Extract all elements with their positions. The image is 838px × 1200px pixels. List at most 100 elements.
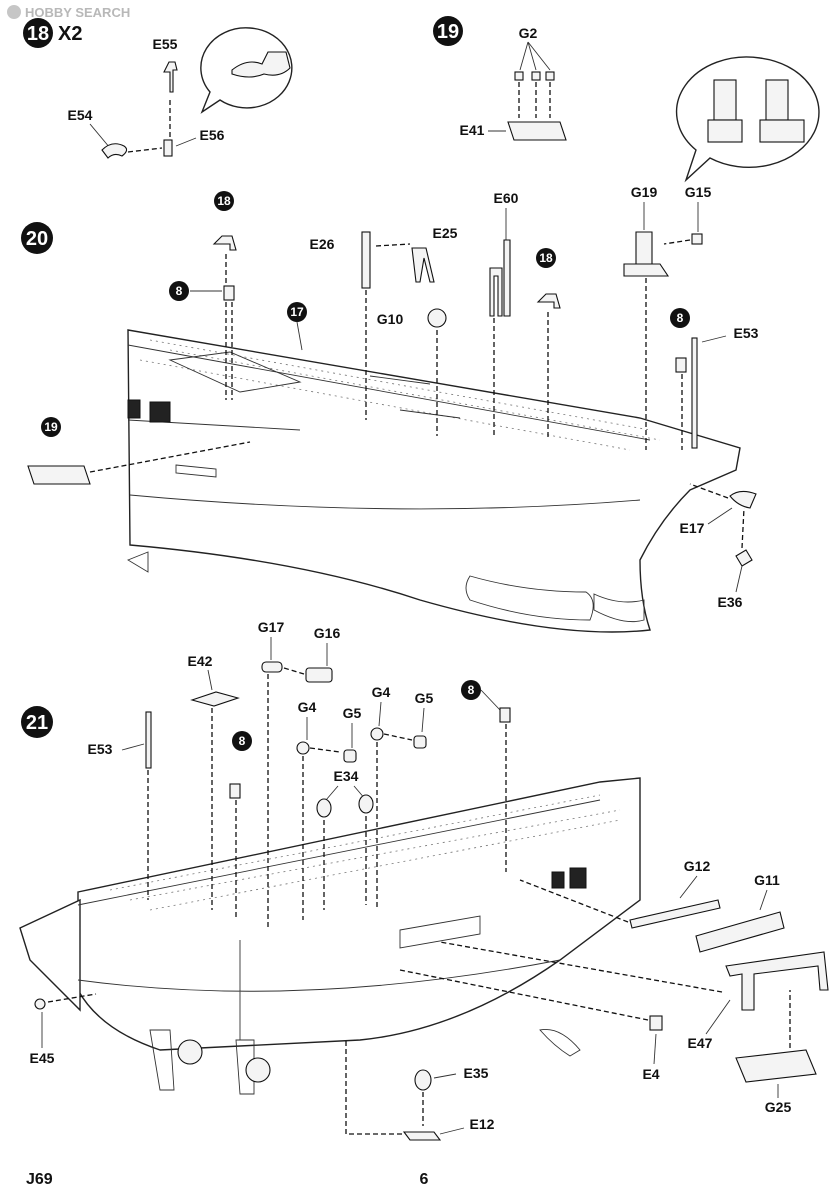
- step-18: 18 X2 E55 E54 E56: [23, 18, 293, 159]
- part-E53-a: [691, 337, 698, 449]
- ref-8-b: 8: [677, 311, 684, 325]
- part-18-assembly-a: [212, 235, 237, 251]
- part-E35: [414, 1069, 432, 1091]
- hull-stern-section: [77, 777, 641, 1051]
- label-E60: E60: [494, 190, 519, 206]
- step-19-badge: [433, 16, 463, 46]
- part-8-assembly-b: [675, 357, 687, 373]
- ref-18-badge-a: [214, 191, 234, 211]
- part-E34-a: [316, 798, 332, 818]
- label-G5-b: G5: [415, 690, 434, 706]
- part-G5-b: [413, 735, 427, 749]
- hull-opening-3: [551, 871, 565, 889]
- label-E17: E17: [680, 520, 705, 536]
- label-E25: E25: [433, 225, 458, 241]
- detail-19-right-base: [759, 119, 805, 143]
- part-G17: [261, 661, 283, 673]
- step-18-badge: [23, 18, 53, 48]
- ref-18-b: 18: [539, 251, 553, 265]
- label-E47: E47: [688, 1035, 713, 1051]
- label-E26: E26: [310, 236, 335, 252]
- part-E53-b: [145, 711, 152, 769]
- ref-18-a: 18: [217, 194, 231, 208]
- part-E26: [361, 231, 371, 289]
- part-G4-a: [296, 741, 310, 755]
- part-E41: [507, 121, 567, 141]
- step-19: 19 G2 E41: [433, 16, 820, 183]
- label-G16: G16: [314, 625, 341, 641]
- part-E42: [190, 691, 240, 707]
- step-20-badge: [21, 222, 53, 254]
- part-G2-b: [531, 71, 541, 81]
- step-19-number: 19: [437, 21, 459, 43]
- model-code: J69: [26, 1171, 53, 1188]
- ref-8-badge-d: [461, 680, 481, 700]
- label-G11: G11: [754, 872, 780, 888]
- label-E56: E56: [200, 127, 225, 143]
- step-20: 20 18 8 17 E26 E25 G10 E60: [21, 184, 759, 633]
- part-E34-b: [358, 794, 374, 814]
- watermark: HOBBY SEARCH: [7, 5, 130, 20]
- part-G4-b: [370, 727, 384, 741]
- part-8-assembly-d: [499, 707, 511, 723]
- label-E35: E35: [464, 1065, 489, 1081]
- part-E17: [729, 490, 757, 509]
- watermark-text: HOBBY SEARCH: [25, 5, 130, 20]
- part-E12: [402, 1131, 442, 1141]
- step-20-number: 20: [26, 228, 48, 250]
- label-G12: G12: [684, 858, 711, 874]
- part-8-assembly-c: [229, 783, 241, 799]
- label-G4-b: G4: [372, 684, 391, 700]
- part-G2-a: [514, 71, 524, 81]
- part-G25: [735, 1049, 817, 1083]
- label-E53-b: E53: [88, 741, 113, 757]
- part-E45: [34, 998, 46, 1010]
- part-E4: [649, 1015, 663, 1031]
- label-E55: E55: [153, 36, 178, 52]
- label-E4: E4: [642, 1066, 659, 1082]
- ref-18-badge-b: [536, 248, 556, 268]
- part-G5-a: [343, 749, 357, 763]
- step-21-badge: [21, 706, 53, 738]
- part-G12: [629, 899, 721, 929]
- part-E25: [411, 247, 435, 283]
- part-E60: [489, 239, 511, 317]
- hull-opening-2: [149, 401, 171, 423]
- detail-19-left-base: [707, 119, 743, 143]
- step-21-number: 21: [26, 712, 48, 734]
- ref-19-badge: [41, 417, 61, 437]
- part-G16: [305, 667, 333, 683]
- detail-assembled-18: [231, 51, 291, 78]
- part-E36: [735, 549, 753, 567]
- label-E34: E34: [334, 768, 359, 784]
- page-number: 6: [420, 1171, 429, 1188]
- part-E47: [725, 951, 829, 1011]
- detail-19-right: [765, 79, 789, 121]
- part-G15: [691, 233, 703, 245]
- part-G10: [427, 308, 447, 328]
- detail-callout-19: [675, 56, 820, 183]
- step-21: 21 G17 G16 E42 G4 G5 G4: [19, 619, 829, 1141]
- hull-stern-platform: [19, 898, 81, 1012]
- label-E45: E45: [30, 1050, 55, 1066]
- ref-17-badge: [287, 302, 307, 322]
- ref-8-badge-b: [670, 308, 690, 328]
- label-E12: E12: [470, 1116, 495, 1132]
- label-E53-a: E53: [734, 325, 759, 341]
- ref-8-badge-c: [232, 731, 252, 751]
- label-G25: G25: [765, 1099, 792, 1115]
- step-18-number: 18: [27, 23, 49, 45]
- label-G17: G17: [258, 619, 285, 635]
- ref-8-a: 8: [176, 284, 183, 298]
- label-G4-a: G4: [298, 699, 317, 715]
- hull-bow-section: [127, 329, 741, 633]
- part-E55: [163, 61, 178, 93]
- part-G2-c: [545, 71, 555, 81]
- label-G10: G10: [377, 311, 404, 327]
- hull-opening-1: [127, 399, 141, 419]
- ref-8-badge-a: [169, 281, 189, 301]
- part-E56: [163, 139, 173, 157]
- detail-19-left: [713, 79, 737, 121]
- part-G11: [695, 911, 785, 953]
